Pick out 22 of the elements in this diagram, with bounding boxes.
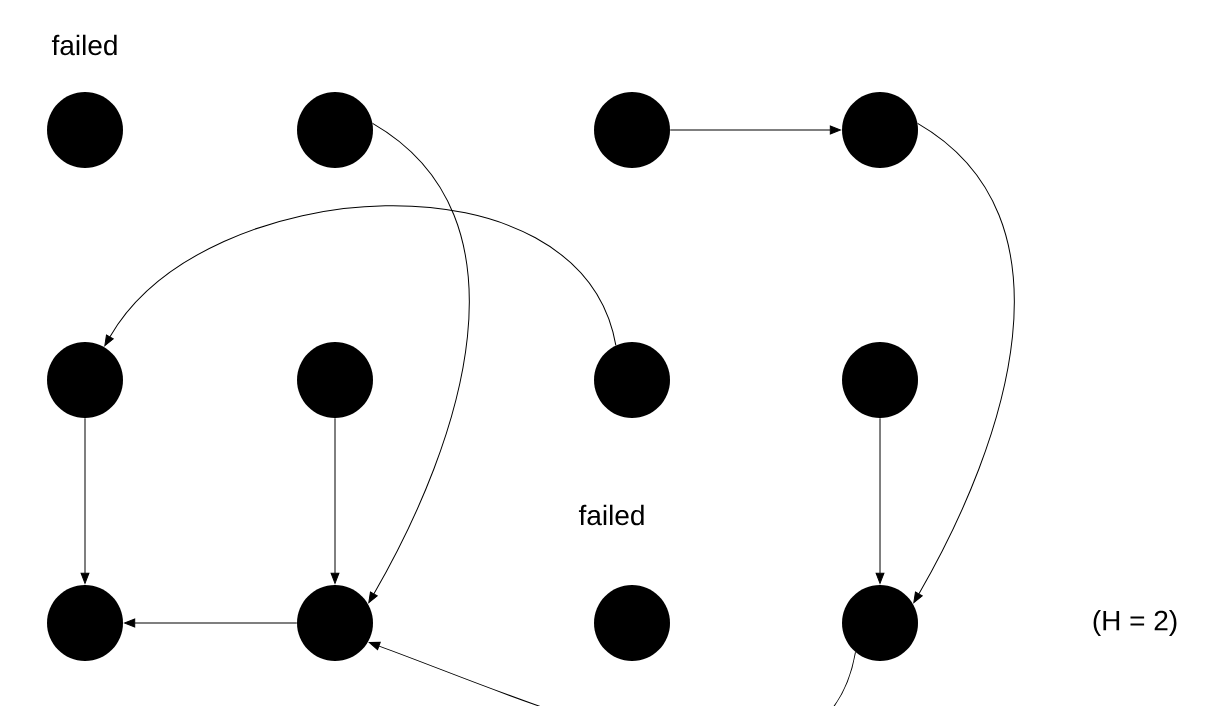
- arrow: [669, 125, 841, 135]
- node-circle: [47, 585, 123, 661]
- arrow: [124, 618, 298, 628]
- arrow: [875, 417, 885, 584]
- node-circle: [297, 92, 373, 168]
- annotation-label: (H = 2): [1093, 609, 1177, 637]
- node-circle: [297, 342, 373, 418]
- node-circle: [594, 342, 670, 418]
- status-label: failed: [51, 34, 117, 56]
- status-label: failed: [578, 504, 644, 526]
- arrow: [80, 417, 90, 584]
- node-circle: [47, 342, 123, 418]
- node-circle: [297, 585, 373, 661]
- node-circle: [842, 342, 918, 418]
- arrow: [368, 641, 856, 706]
- arrow: [330, 417, 340, 584]
- arrow: [913, 122, 1015, 604]
- node-circle: [594, 92, 670, 168]
- arrow: [104, 205, 617, 347]
- node-circle: [842, 92, 918, 168]
- node-circle: [842, 585, 918, 661]
- arrow: [368, 122, 470, 604]
